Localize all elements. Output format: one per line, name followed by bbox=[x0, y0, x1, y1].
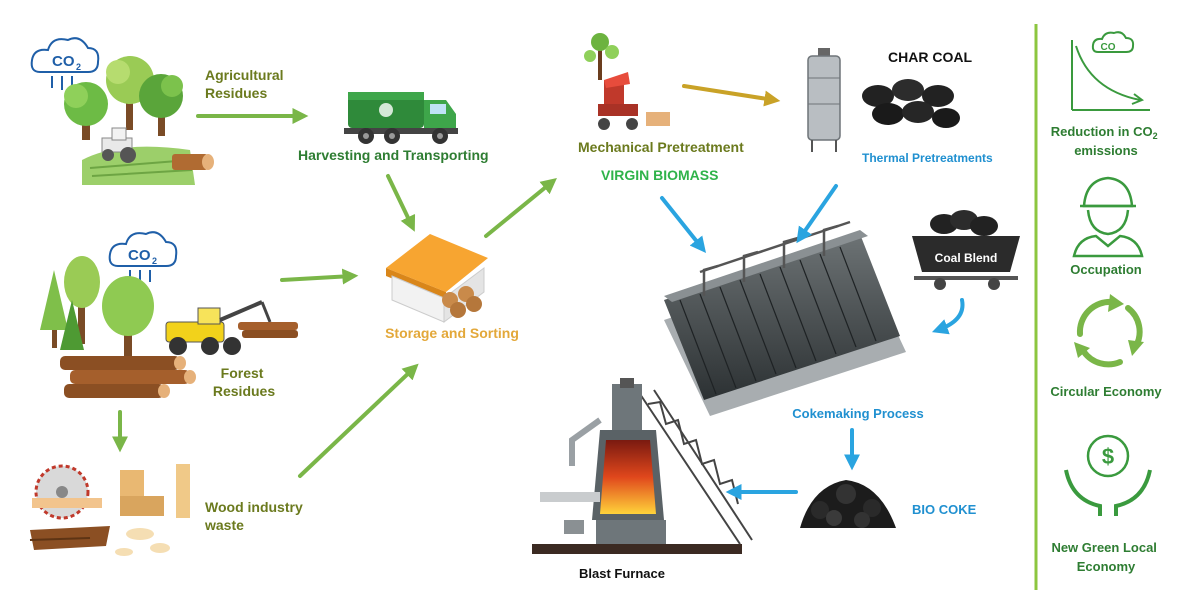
tree-icon bbox=[102, 276, 154, 360]
arrow-harvest-to-storage bbox=[386, 174, 416, 232]
recycle-arrowheads bbox=[1074, 294, 1144, 358]
pine-tree-icon bbox=[40, 270, 68, 348]
thermal-pretreatments-label: Thermal Pretreatments bbox=[862, 151, 993, 165]
coke-oven-battery-icon bbox=[664, 220, 906, 416]
co2-cloud-icon: CO 2 bbox=[108, 231, 178, 284]
virgin-biomass-label: VIRGIN BIOMASS bbox=[601, 167, 718, 183]
blast-furnace-icon bbox=[532, 378, 753, 554]
arrow-storage-to-mechanical bbox=[484, 177, 557, 238]
tree-icon bbox=[64, 256, 100, 344]
pine-tree-icon bbox=[60, 300, 84, 350]
co2-text: CO bbox=[52, 53, 75, 70]
agricultural-residues-label: Agricultural Residues bbox=[205, 67, 287, 101]
worker-icon bbox=[1072, 176, 1144, 258]
storage-sorting-label: Storage and Sorting bbox=[385, 325, 519, 341]
agricultural-residues-illustration: CO 2 bbox=[30, 37, 214, 185]
garbage-truck-icon bbox=[344, 92, 458, 144]
green-local-economy-label: New Green Local Economy bbox=[1051, 540, 1160, 574]
cokemaking-process-label: Cokemaking Process bbox=[792, 406, 924, 421]
money-hands-icon: $ bbox=[1064, 434, 1152, 516]
arrow-thermal-to-oven bbox=[796, 184, 838, 244]
saw-blade-icon bbox=[32, 464, 102, 520]
wood-chips-icon bbox=[29, 526, 170, 556]
harvesting-transporting-label: Harvesting and Transporting bbox=[298, 147, 489, 163]
co2-icon-text: CO bbox=[1101, 42, 1116, 53]
co2-cloud-icon: CO 2 bbox=[30, 37, 100, 90]
bio-coke-label: BIO COKE bbox=[912, 502, 977, 517]
flow-arrows bbox=[112, 84, 965, 500]
arrow-wood-to-storage bbox=[298, 363, 419, 478]
co2-sub: 2 bbox=[76, 62, 81, 72]
coal-blend-label: Coal Blend bbox=[935, 251, 998, 265]
arrow-biomass-to-oven bbox=[660, 196, 706, 253]
log-pile-icon bbox=[60, 356, 196, 398]
arrow-forest-to-storage bbox=[280, 268, 359, 285]
tractor-icon bbox=[101, 127, 136, 163]
lumber-icon bbox=[120, 464, 190, 518]
recycle-icon bbox=[1076, 298, 1143, 368]
circular-economy-label: Circular Economy bbox=[1050, 384, 1162, 399]
tree-icon bbox=[139, 74, 183, 136]
wood-industry-waste-illustration bbox=[29, 464, 190, 556]
chipper-machine-icon bbox=[584, 33, 670, 130]
mechanical-pretreatment-label: Mechanical Pretreatment bbox=[578, 139, 744, 155]
thermal-reactor-icon bbox=[807, 48, 841, 152]
coal-cart-icon bbox=[912, 210, 1020, 290]
arrow-coalblend-to-oven bbox=[931, 298, 965, 335]
forest-residues-label: Forest Residues bbox=[213, 365, 275, 399]
occupation-label: Occupation bbox=[1070, 262, 1142, 277]
co2-text: CO bbox=[128, 247, 151, 264]
co2-reduction-chart-icon bbox=[1071, 31, 1150, 111]
svg-text:$: $ bbox=[1102, 444, 1114, 469]
blast-furnace-label: Blast Furnace bbox=[579, 566, 665, 581]
arrow-mechanical-to-thermal bbox=[682, 84, 781, 107]
reduction-co2-label: Reduction in CO2 emissions bbox=[1051, 124, 1161, 158]
wood-industry-waste-label: Wood industry waste bbox=[204, 499, 307, 533]
log-icon bbox=[172, 154, 214, 170]
forest-residues-illustration: CO 2 bbox=[40, 231, 298, 398]
bio-coke-pile-icon bbox=[800, 480, 896, 528]
charcoal-briquettes-icon bbox=[862, 79, 960, 128]
tree-icon bbox=[64, 82, 108, 140]
forestry-machine-icon bbox=[165, 300, 298, 355]
char-coal-label: CHAR COAL bbox=[888, 49, 972, 65]
co2-sub: 2 bbox=[152, 256, 157, 266]
storage-shed-icon bbox=[386, 234, 488, 323]
